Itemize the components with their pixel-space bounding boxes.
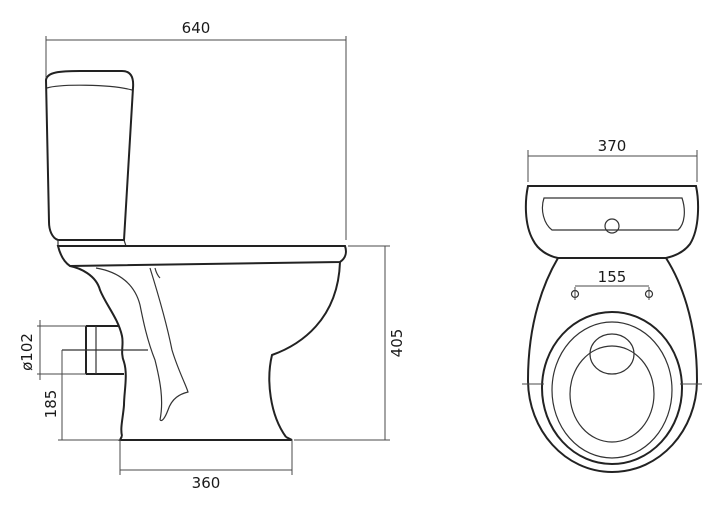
dimension-outlet-diameter-label: ø102 xyxy=(18,333,36,371)
dimension-total-height-label: 405 xyxy=(388,329,406,358)
side-view: 640 405 ø102 185 360 xyxy=(18,19,406,492)
dimension-outlet-height-label: 185 xyxy=(42,390,60,419)
dimension-fixing-distance-label: 155 xyxy=(598,268,627,286)
cistern-top xyxy=(524,185,700,259)
top-view: 155 370 xyxy=(522,137,702,474)
dimension-overall-width-label: 370 xyxy=(598,137,627,155)
dimension-outlet-height xyxy=(58,350,120,441)
toilet-bowl xyxy=(56,245,347,441)
dimension-total-height xyxy=(294,245,390,441)
dimension-overall-length xyxy=(45,36,347,240)
fixing-holes xyxy=(570,285,654,300)
outlet-pipe xyxy=(62,325,148,375)
dimension-overall-length-label: 640 xyxy=(182,19,211,37)
dimension-overall-width xyxy=(527,150,698,182)
dimension-base-length xyxy=(119,440,293,475)
cistern-tank xyxy=(44,70,135,247)
dimension-base-length-label: 360 xyxy=(192,474,221,492)
bowl-top xyxy=(522,257,702,474)
